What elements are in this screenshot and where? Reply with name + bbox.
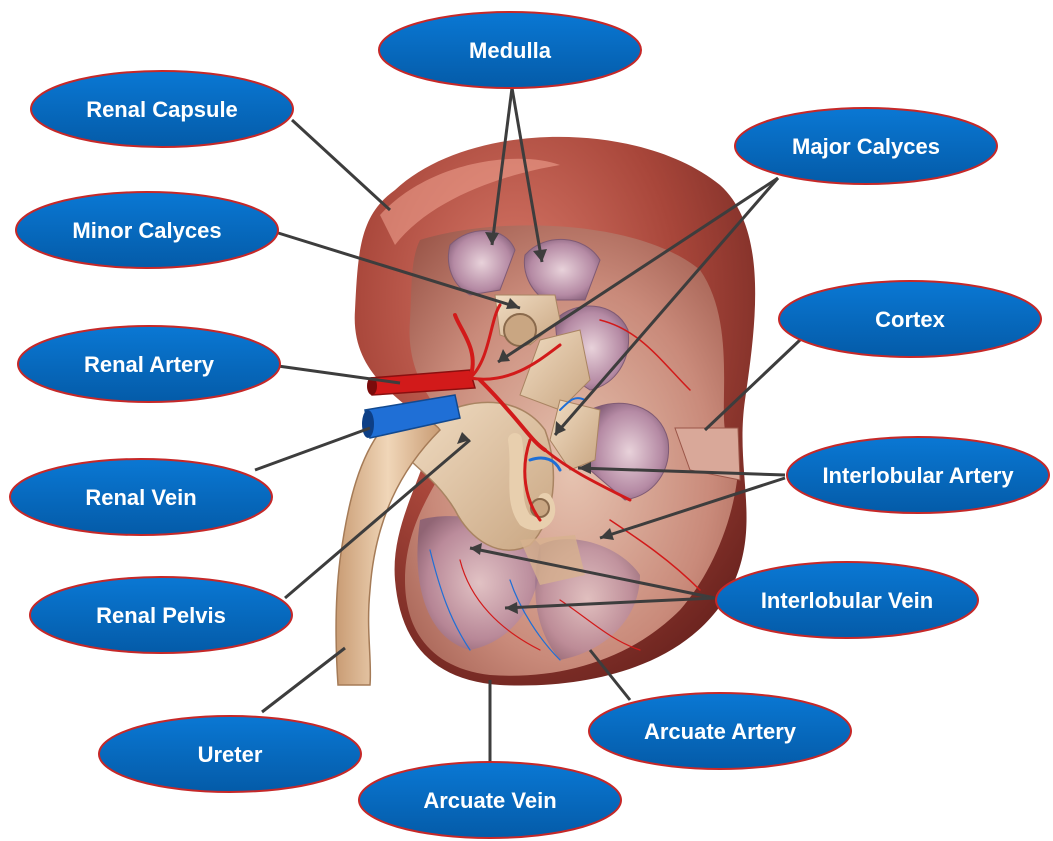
label-minor-calyces: Minor Calyces bbox=[16, 192, 278, 268]
label-renal-pelvis: Renal Pelvis bbox=[30, 577, 292, 653]
label-renal-capsule: Renal Capsule bbox=[31, 71, 293, 147]
label-renal-artery: Renal Artery bbox=[18, 326, 280, 402]
label-text: Interlobular Artery bbox=[822, 463, 1014, 488]
pyramid bbox=[524, 239, 600, 300]
label-interlobular-vein: Interlobular Vein bbox=[716, 562, 978, 638]
leader-renal-vein bbox=[255, 428, 370, 470]
label-text: Renal Vein bbox=[85, 485, 196, 510]
kidney-illustration bbox=[336, 137, 755, 686]
label-text: Arcuate Vein bbox=[423, 788, 556, 813]
label-text: Renal Capsule bbox=[86, 97, 238, 122]
label-medulla: Medulla bbox=[379, 12, 641, 88]
label-cortex: Cortex bbox=[779, 281, 1041, 357]
label-text: Arcuate Artery bbox=[644, 719, 797, 744]
label-interlobular-artery: Interlobular Artery bbox=[787, 437, 1049, 513]
label-text: Renal Pelvis bbox=[96, 603, 226, 628]
label-arcuate-vein: Arcuate Vein bbox=[359, 762, 621, 838]
leader-renal-capsule bbox=[292, 120, 390, 210]
label-text: Cortex bbox=[875, 307, 945, 332]
renal-vein-opening bbox=[362, 410, 374, 438]
label-text: Major Calyces bbox=[792, 134, 940, 159]
label-ureter: Ureter bbox=[99, 716, 361, 792]
leader-ureter bbox=[262, 648, 345, 712]
label-text: Interlobular Vein bbox=[761, 588, 933, 613]
label-major-calyces: Major Calyces bbox=[735, 108, 997, 184]
label-text: Ureter bbox=[198, 742, 263, 767]
label-text: Minor Calyces bbox=[72, 218, 221, 243]
label-text: Medulla bbox=[469, 38, 552, 63]
label-text: Renal Artery bbox=[84, 352, 215, 377]
label-arcuate-artery: Arcuate Artery bbox=[589, 693, 851, 769]
label-renal-vein: Renal Vein bbox=[10, 459, 272, 535]
